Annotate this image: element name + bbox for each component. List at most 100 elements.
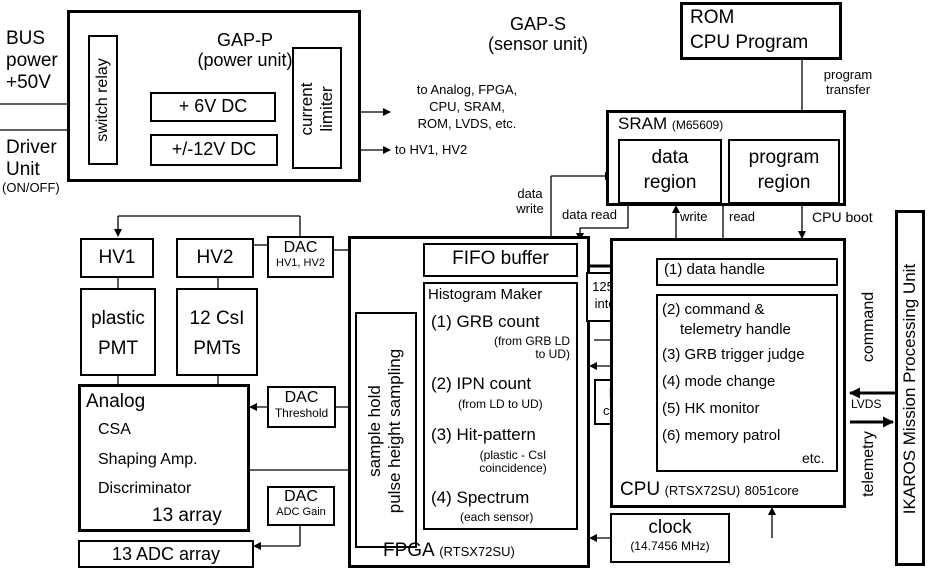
rom-line2: CPU Program xyxy=(690,31,809,53)
analog-array: 13 array xyxy=(152,505,222,526)
plastic-line2: PMT xyxy=(97,338,139,360)
rom-line1: ROM xyxy=(690,7,735,28)
bus-line3: +50V xyxy=(6,71,51,93)
driver-unit-label: Driver Unit (ON/OFF) xyxy=(2,137,60,196)
hist-grb-count: (1) GRB count xyxy=(431,312,540,331)
sample-hold-box xyxy=(355,312,417,548)
cpu-tasks-box xyxy=(656,294,838,472)
telemetry-label: telemetry xyxy=(860,431,877,497)
hv1-label: HV1 xyxy=(98,247,136,268)
limiter-line2: limiter xyxy=(316,86,336,132)
adc-array-label: 13 ADC array xyxy=(111,544,221,564)
adc-array-box xyxy=(78,540,254,568)
gap-s-title: GAP-S (sensor unit) xyxy=(478,14,598,54)
data-region-box xyxy=(618,139,722,204)
hv2-box xyxy=(176,238,254,278)
dac-threshold-label: DAC Threshold xyxy=(267,389,336,420)
data-write-line2: write xyxy=(516,200,544,216)
bus-line2: power xyxy=(6,49,58,71)
current-limiter-box xyxy=(292,47,342,169)
plastic-line1: plastic xyxy=(91,308,145,329)
bus-power-label: BUS power +50V xyxy=(6,28,58,94)
cpu-memory-patrol: (6) memory patrol xyxy=(662,427,781,444)
v12-box xyxy=(150,134,278,166)
ikaros-label: IKAROS Mission Processing Unit xyxy=(900,263,919,515)
v6-box xyxy=(150,92,276,122)
cpu-t2a: (2) command & xyxy=(662,301,765,318)
dac-adc-line2: ADC Gain xyxy=(276,505,326,518)
driver-line1: Driver xyxy=(6,137,57,158)
v6-label: + 6V DC xyxy=(178,96,248,116)
data-region-line1: data xyxy=(651,147,689,168)
cpu-hk-monitor: (5) HK monitor xyxy=(662,400,760,417)
hist-grb-sub: (from GRB LD to UD) xyxy=(455,334,570,362)
h3-sub1: (plastic - CsI xyxy=(479,448,547,462)
plastic-pmt-label: plastic PMT xyxy=(80,304,156,365)
program-region-line2: region xyxy=(757,171,811,193)
cpu-data-handle: (1) data handle xyxy=(664,261,765,278)
fifo-buffer-box xyxy=(423,243,578,277)
gap-s-line2: (sensor unit) xyxy=(487,34,589,55)
analog-csa: CSA xyxy=(98,421,131,438)
program-transfer-label: program transfer xyxy=(808,67,888,97)
command-label: command xyxy=(860,291,877,363)
sample-hold-label: sample hold pulse height sampling xyxy=(365,326,407,536)
out1-line3: ROM, LVDS, etc. xyxy=(417,115,517,131)
data-region-line2: region xyxy=(643,171,697,193)
data-write-label: data write xyxy=(508,186,552,216)
hist-spectrum: (4) Spectrum xyxy=(431,488,530,507)
write-label: write xyxy=(680,209,708,224)
transfer-line2: transfer xyxy=(825,81,871,97)
rom-label: ROM CPU Program xyxy=(690,6,808,55)
sram-part: (M65609) xyxy=(671,118,724,132)
gap-p-title-line2: (power unit) xyxy=(197,50,293,71)
hist-hit-sub: (plastic - CsI coincidence) xyxy=(458,448,568,476)
current-limiter-label: current limiter xyxy=(297,59,337,159)
transfer-line1: program xyxy=(823,67,873,82)
hist-ipn-sub: (from LD to UD) xyxy=(458,397,543,411)
cpu-grb-trigger: (3) GRB trigger judge xyxy=(662,346,805,363)
program-region-box xyxy=(728,139,840,204)
program-region-label: program region xyxy=(728,146,840,195)
hist-hit-pattern: (3) Hit-pattern xyxy=(431,425,536,444)
out1-line1: to Analog, FPGA, xyxy=(416,82,518,97)
limiter-line1: current xyxy=(297,82,316,136)
dac-threshold-line2: Threshold xyxy=(274,405,329,420)
v12-label: +/-12V DC xyxy=(171,139,257,159)
hist-spectrum-sub: (each sensor) xyxy=(460,510,534,524)
cpu-etc: etc. xyxy=(802,450,825,466)
hv2-label: HV2 xyxy=(196,247,234,268)
bus-line1: BUS xyxy=(6,28,46,49)
rom-box xyxy=(680,2,842,60)
data-write-line1: data xyxy=(517,186,543,201)
cpu-core: 8051core xyxy=(744,483,799,498)
ikaros-box xyxy=(895,210,925,566)
dac-threshold-box xyxy=(267,386,336,428)
cpu-title: CPU (RTSX72SU) 8051core xyxy=(620,479,799,500)
dac-hv-line2: HV1, HV2 xyxy=(276,256,325,269)
csi-line2: PMTs xyxy=(193,338,241,360)
dac-adc-gain-box xyxy=(267,486,335,526)
dac-threshold-line1: DAC xyxy=(284,389,319,406)
data-region-label: data region xyxy=(618,146,722,195)
program-region-line1: program xyxy=(748,147,820,168)
hv1-box xyxy=(80,238,154,278)
dac-adc-line1: DAC xyxy=(284,488,318,505)
h1-sub2: to UD) xyxy=(535,347,570,362)
clock-freq: (14.7456 MHz) xyxy=(630,539,710,554)
switch-relay-box xyxy=(88,35,118,165)
h3-sub2: coincidence) xyxy=(479,461,547,476)
h1-sub1: (from GRB LD xyxy=(493,334,570,348)
cpu-title-text: CPU xyxy=(620,479,661,500)
histogram-maker-box xyxy=(423,282,578,530)
plastic-pmt-box xyxy=(80,288,156,376)
fpga-title-text: FPGA xyxy=(383,540,435,561)
lvds-label: LVDS xyxy=(851,397,882,411)
power-out-analog-label: to Analog, FPGA, CPU, SRAM, ROM, LVDS, e… xyxy=(392,82,542,133)
fifo-buffer-label: FIFO buffer xyxy=(452,248,549,269)
dac-hv-label: DAC HV1, HV2 xyxy=(267,239,334,269)
cpu-t2b: telemetry handle xyxy=(680,320,791,338)
cpu-boot-label: CPU boot xyxy=(812,209,873,225)
gap-p-title: GAP-P (power unit) xyxy=(180,30,310,70)
clock-text: clock xyxy=(648,517,692,538)
